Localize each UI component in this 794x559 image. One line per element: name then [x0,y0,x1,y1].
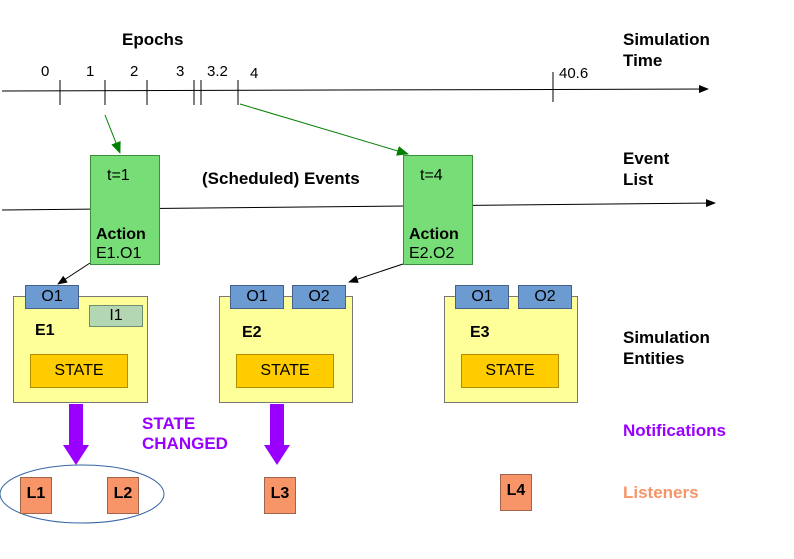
output-port-e2-o2[interactable]: O2 [292,285,346,309]
entity-state: STATE [461,354,559,388]
event-action: Action [409,226,459,243]
listener-l3[interactable]: L3 [264,477,296,514]
event-box-1[interactable]: t=1 Action E1.O1 [90,155,160,265]
tick-label-40-6: 40.6 [559,65,589,82]
notification-arrow-2 [264,404,290,465]
state-changed-label-2: CHANGED [142,434,228,453]
entities-label-1: Simulation [623,328,710,347]
dispatch-arrow-1 [57,262,91,285]
tick-label-2: 2 [130,63,139,80]
entity-state: STATE [30,354,128,388]
input-port-e1-i1[interactable]: I1 [89,305,143,327]
notifications-label: Notifications [623,421,726,440]
time-axis [1,85,709,94]
output-port-e1-o1[interactable]: O1 [25,285,79,309]
dispatch-arrow-2 [348,263,404,283]
entities-label-2: Entities [623,349,685,368]
listeners-label: Listeners [623,483,699,502]
event-list-label-2: List [623,170,654,189]
event-time: t=1 [107,167,130,184]
event-list-label-1: Event [623,149,670,168]
listener-group-ellipse [0,464,165,524]
entity-name: E1 [35,322,55,339]
tick-label-1: 1 [86,63,95,80]
scheduled-events-label: (Scheduled) Events [202,169,360,188]
entity-state: STATE [236,354,334,388]
tick-label-4: 4 [250,65,259,82]
event-action: Action [96,226,146,243]
schedule-arrow-2 [239,103,409,156]
entity-e2[interactable]: E2 STATE [219,296,353,403]
output-port-e2-o1[interactable]: O1 [230,285,284,309]
event-box-2[interactable]: t=4 Action E2.O2 [403,155,473,265]
simulation-time-label-1: Simulation [623,30,710,49]
simulation-time-label-2: Time [623,51,663,70]
notification-arrow-1 [63,404,89,465]
output-port-e3-o1[interactable]: O1 [455,285,509,309]
tick-label-3: 3 [176,63,185,80]
event-time: t=4 [420,167,443,184]
entity-name: E3 [470,324,490,341]
epochs-label: Epochs [122,30,184,49]
event-target: E1.O1 [96,245,142,262]
output-port-e3-o2[interactable]: O2 [518,285,572,309]
listener-l4[interactable]: L4 [500,474,532,511]
listener-l2[interactable]: L2 [107,477,139,514]
listener-l1[interactable]: L1 [20,477,52,514]
tick-label-0: 0 [41,63,50,80]
entity-name: E2 [242,324,262,341]
schedule-arrow-1 [104,114,121,154]
tick-label-3-2: 3.2 [207,63,228,80]
event-target: E2.O2 [409,245,455,262]
state-changed-label-1: STATE [142,414,196,433]
entity-e3[interactable]: E3 STATE [444,296,578,403]
